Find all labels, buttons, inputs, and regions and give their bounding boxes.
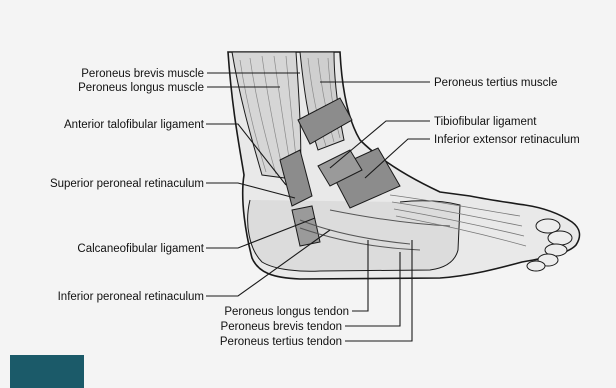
label-peroneus-tertius-muscle: Peroneus tertius muscle bbox=[434, 77, 557, 89]
label-peroneus-brevis-muscle: Peroneus brevis muscle bbox=[81, 68, 204, 80]
label-anterior-talofibular-ligament: Anterior talofibular ligament bbox=[64, 119, 205, 131]
label-superior-peroneal-retinaculum: Superior peroneal retinaculum bbox=[50, 178, 204, 190]
label-inferior-peroneal-retinaculum: Inferior peroneal retinaculum bbox=[58, 291, 204, 303]
left-labels: Peroneus brevis muscle Peroneus longus m… bbox=[50, 68, 205, 303]
right-labels: Peroneus tertius muscle Tibiofibular lig… bbox=[434, 77, 580, 146]
label-peroneus-longus-muscle: Peroneus longus muscle bbox=[78, 82, 204, 94]
label-calcaneofibular-ligament: Calcaneofibular ligament bbox=[77, 243, 204, 255]
label-tibiofibular-ligament: Tibiofibular ligament bbox=[434, 116, 537, 128]
bottom-labels: Peroneus longus tendon Peroneus brevis t… bbox=[220, 306, 349, 348]
accent-block bbox=[10, 355, 84, 388]
label-peroneus-tertius-tendon: Peroneus tertius tendon bbox=[220, 336, 342, 348]
label-peroneus-brevis-tendon: Peroneus brevis tendon bbox=[221, 321, 342, 333]
label-peroneus-longus-tendon: Peroneus longus tendon bbox=[224, 306, 349, 318]
label-inferior-extensor-retinaculum: Inferior extensor retinaculum bbox=[434, 134, 580, 146]
